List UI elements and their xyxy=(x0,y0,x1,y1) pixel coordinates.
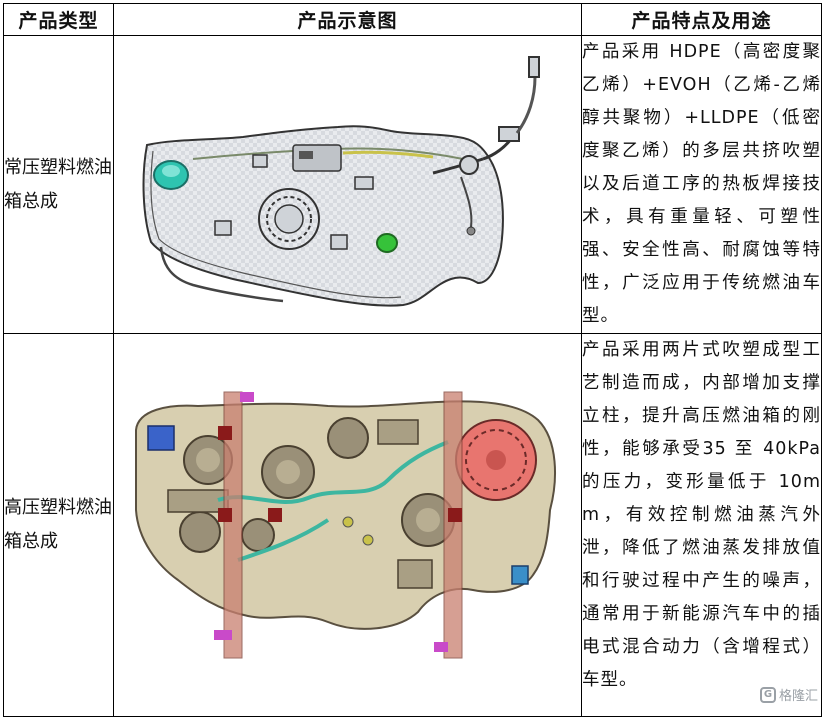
normal-pressure-fuel-tank-image xyxy=(142,55,540,307)
header-product-diagram: 产品示意图 xyxy=(113,3,582,36)
header-product-type: 产品类型 xyxy=(3,3,114,36)
header-product-features: 产品特点及用途 xyxy=(581,3,822,36)
product-image-cell xyxy=(113,35,582,334)
watermark: G 格隆汇 xyxy=(759,685,818,704)
product-description-cell: 产品采用 HDPE（高密度聚乙烯）+EVOH（乙烯-乙烯醇共聚物）+LLDPE（… xyxy=(581,35,822,334)
header-row: 产品类型 产品示意图 产品特点及用途 xyxy=(3,3,822,36)
table-row: 高压塑料燃油箱总成 xyxy=(3,333,822,717)
table-row: 常压塑料燃油箱总成 xyxy=(3,35,822,334)
product-image-cell xyxy=(113,333,582,717)
product-table: 产品类型 产品示意图 产品特点及用途 常压塑料燃油箱总成 xyxy=(3,3,822,717)
product-type-cell: 高压塑料燃油箱总成 xyxy=(3,333,114,717)
high-pressure-fuel-tank-image xyxy=(134,391,556,659)
product-description-cell: 产品采用两片式吹塑成型工艺制造而成，内部增加支撑立柱，提升高压燃油箱的刚性，能够… xyxy=(581,333,822,717)
gelonghui-logo-icon: G xyxy=(759,686,776,703)
watermark-text: 格隆汇 xyxy=(778,689,818,704)
product-type-cell: 常压塑料燃油箱总成 xyxy=(3,35,114,334)
